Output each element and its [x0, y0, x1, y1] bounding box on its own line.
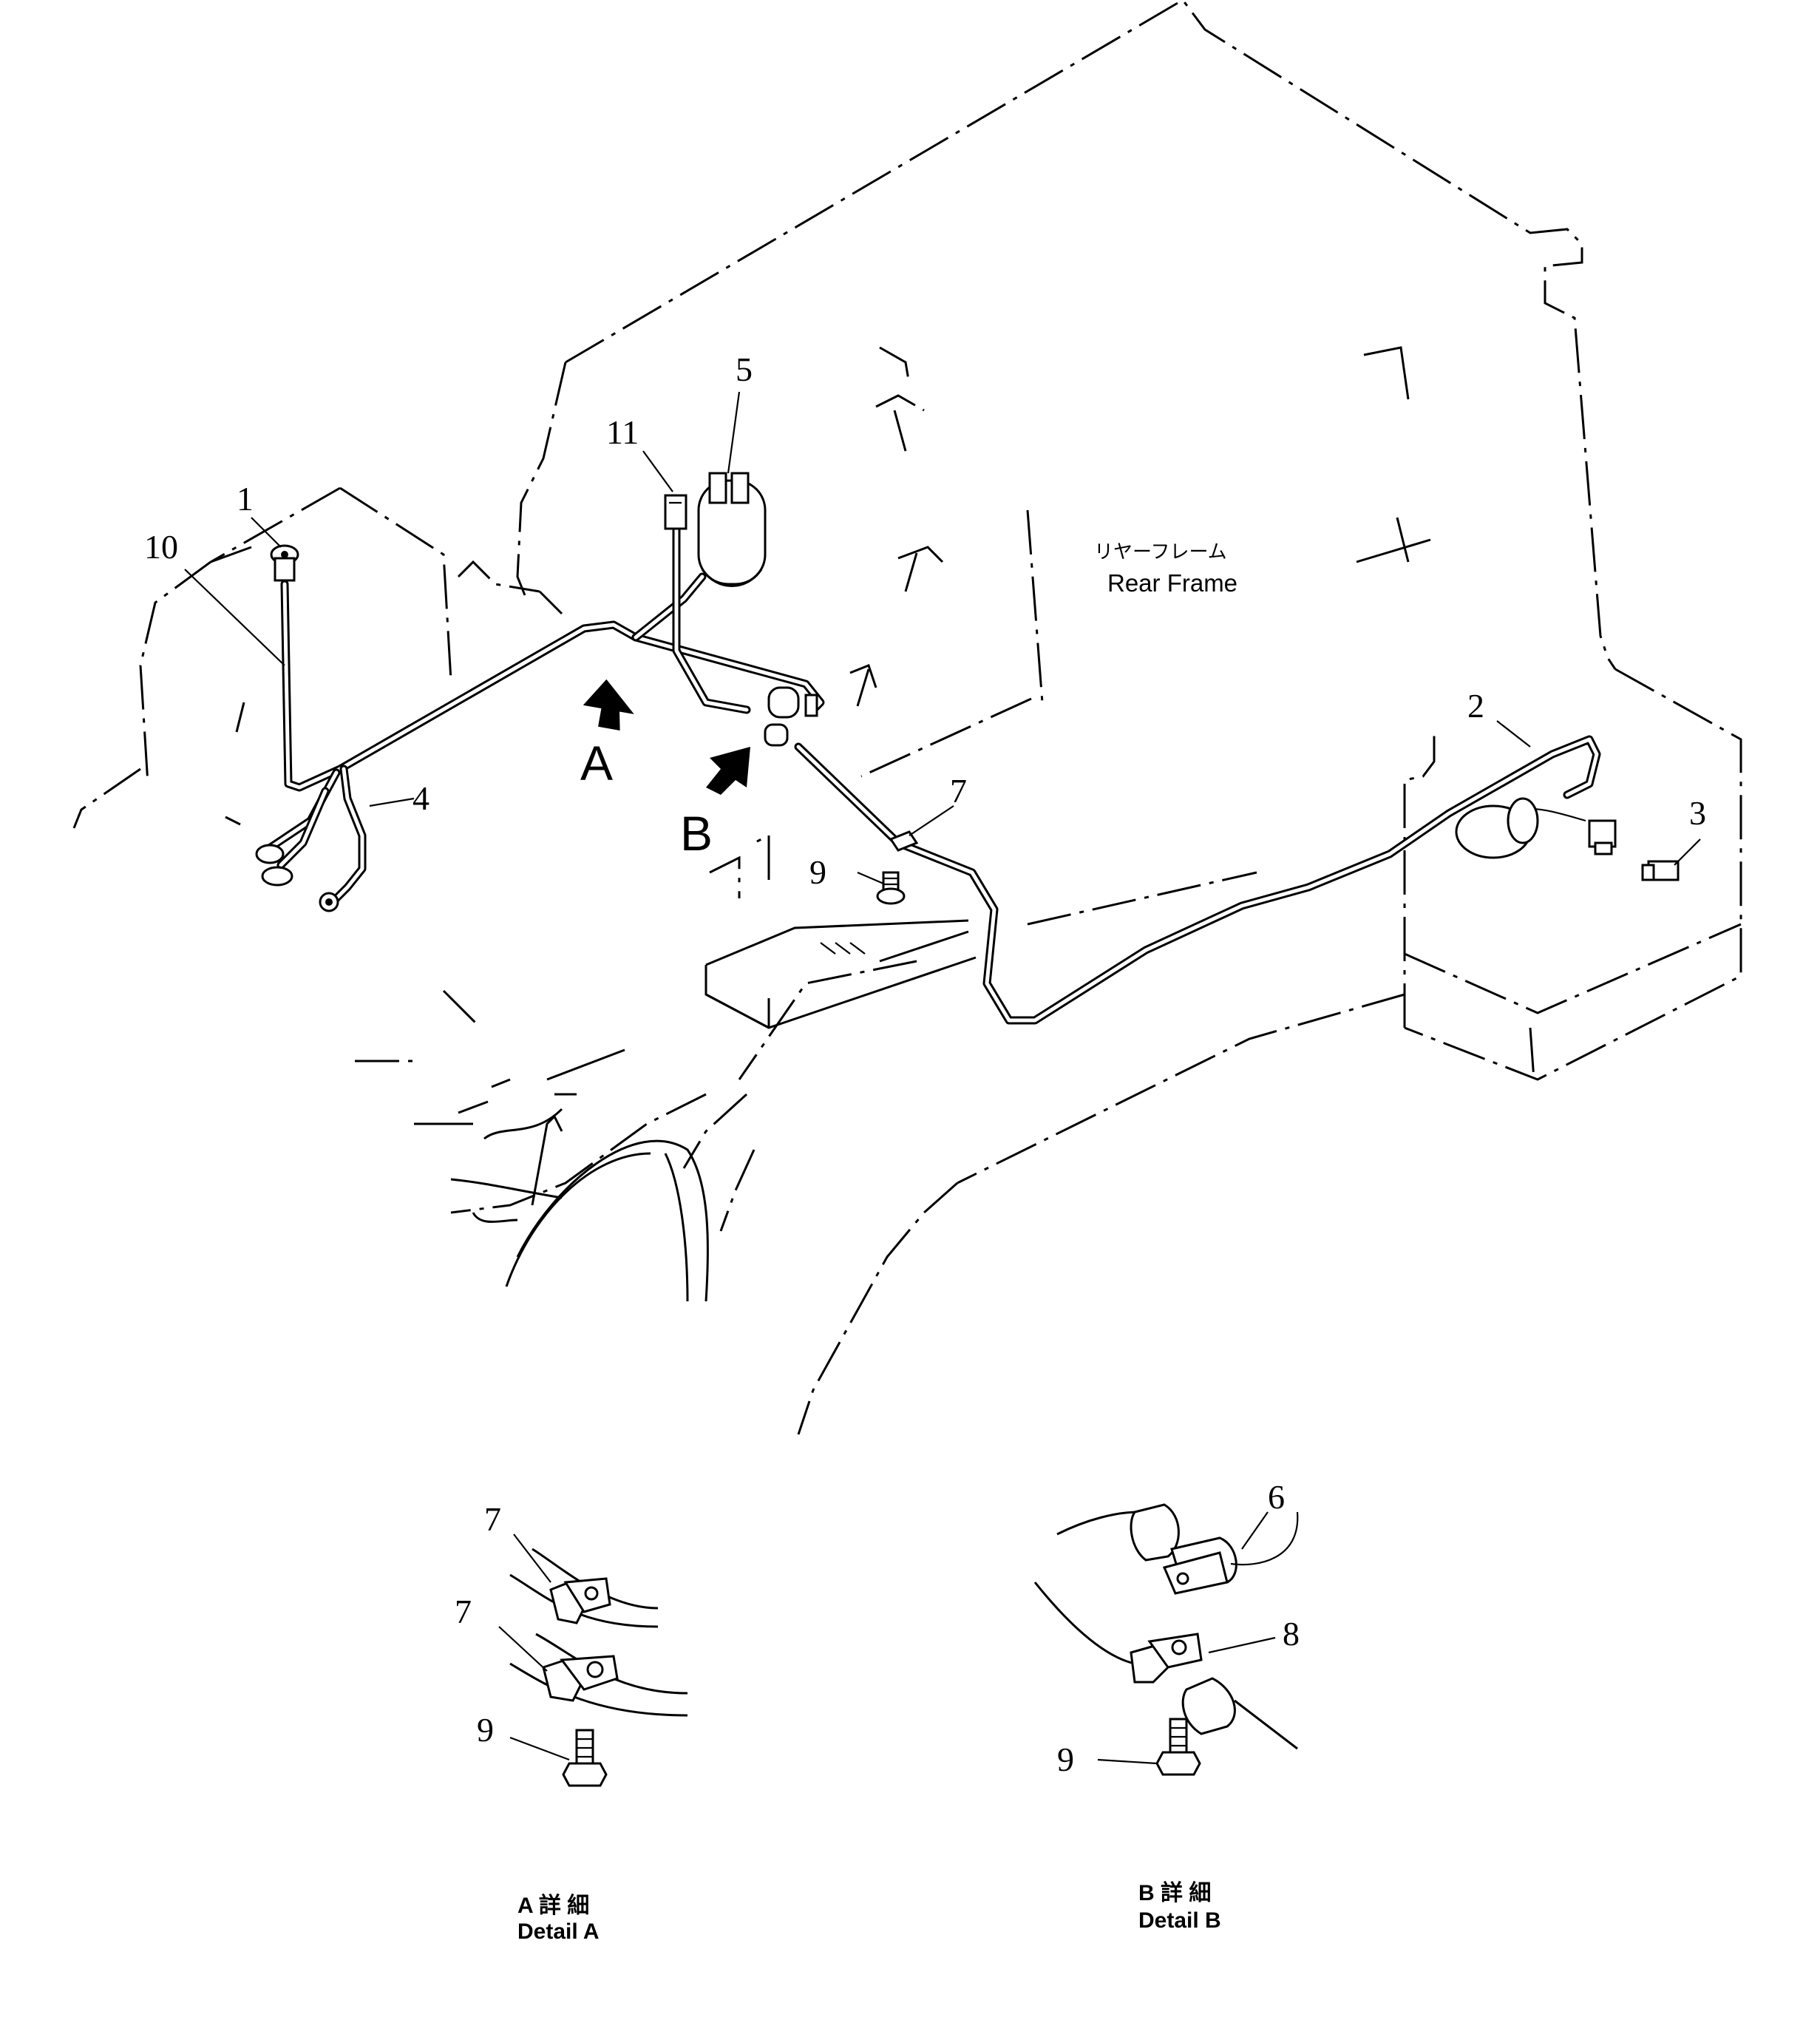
part-2-pressure-switch: [1455, 797, 1617, 859]
part-11-connector: [664, 494, 687, 530]
rear-frame-label: リヤーフレーム Rear Frame: [1094, 541, 1237, 597]
connector-b: [764, 686, 818, 747]
callout-5: 5: [736, 350, 753, 388]
detail-b-callout-8: 8: [1283, 1615, 1300, 1653]
wire-harness: [262, 517, 1601, 1025]
lower-body: [414, 919, 977, 1302]
callout-4: 4: [412, 779, 429, 817]
callout-2: 2: [1467, 687, 1484, 725]
detail-b-caption-jp: B 詳 細: [1138, 1880, 1211, 1905]
view-arrow-b-label: B: [680, 806, 713, 861]
detail-a-caption-jp: A 詳 細: [517, 1893, 589, 1918]
detail-b-callout-9: 9: [1057, 1741, 1074, 1778]
frame-marks: [849, 346, 1431, 707]
detail-a-callout-9: 9: [477, 1711, 494, 1749]
callouts-main: 1 2 3 4 5 7 9 10 11: [144, 350, 1706, 891]
rear-frame-label-jp: リヤーフレーム: [1094, 541, 1227, 563]
detail-a-callout-7b: 7: [455, 1593, 472, 1630]
detail-a: 7 7 9 A 詳 細 Detail A: [455, 1500, 688, 1944]
callout-3: 3: [1689, 794, 1706, 832]
detail-b-callout-6: 6: [1268, 1478, 1285, 1516]
part-5-receiver-drier: [697, 472, 767, 587]
leader-lines: [184, 391, 1701, 885]
callout-1: 1: [237, 480, 254, 518]
callout-9: 9: [809, 853, 826, 891]
view-arrow-b: B: [680, 747, 750, 861]
part-9-bolt: [876, 871, 906, 905]
detail-b: 6 8 9 B 詳 細 Detail B: [1033, 1478, 1300, 1933]
part-4-terminals: [255, 844, 339, 912]
callout-7: 7: [950, 772, 967, 810]
detail-b-caption-en: Detail B: [1138, 1908, 1221, 1933]
part-7-clamp: [889, 830, 919, 852]
detail-a-callout-7a: 7: [484, 1500, 501, 1538]
view-arrow-a-label: A: [580, 736, 613, 790]
left-block: [210, 546, 252, 826]
callout-10: 10: [144, 528, 178, 566]
part-3-connector: [1641, 860, 1680, 881]
rear-frame-outline: [72, 0, 1742, 1435]
detail-a-caption-en: Detail A: [517, 1919, 600, 1944]
view-arrow-a: A: [580, 679, 634, 790]
part-1-sensor: [270, 544, 299, 582]
callout-11: 11: [606, 413, 639, 451]
rear-frame-label-en: Rear Frame: [1107, 569, 1237, 597]
